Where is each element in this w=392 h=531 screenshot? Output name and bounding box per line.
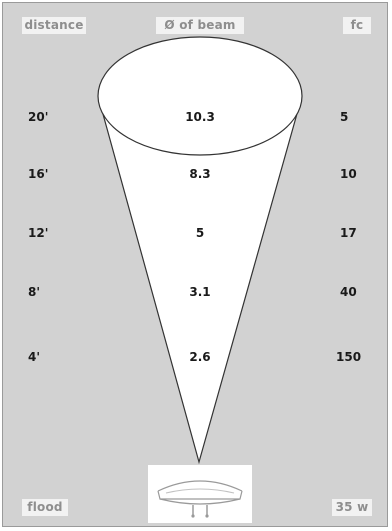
distance-value: 8' bbox=[28, 285, 68, 299]
beam-value: 3.1 bbox=[170, 285, 230, 299]
par-lamp-icon bbox=[148, 465, 252, 523]
beam-type-label: flood bbox=[22, 499, 68, 516]
fc-value: 17 bbox=[340, 226, 376, 240]
fc-value: 5 bbox=[340, 110, 376, 124]
distance-header: distance bbox=[22, 17, 86, 34]
distance-value: 20' bbox=[28, 110, 68, 124]
distance-value: 12' bbox=[28, 226, 68, 240]
beam-value: 8.3 bbox=[170, 167, 230, 181]
beam-diameter-header: Ø of beam bbox=[156, 17, 244, 34]
wattage-label: 35 w bbox=[332, 499, 372, 516]
beam-value: 2.6 bbox=[170, 350, 230, 364]
fc-value: 40 bbox=[340, 285, 376, 299]
fc-value: 10 bbox=[340, 167, 376, 181]
distance-value: 16' bbox=[28, 167, 68, 181]
distance-value: 4' bbox=[28, 350, 68, 364]
lamp-box bbox=[148, 465, 252, 523]
beam-value: 10.3 bbox=[170, 110, 230, 124]
beam-value: 5 bbox=[170, 226, 230, 240]
footcandles-header: fc bbox=[343, 17, 371, 34]
fc-value: 150 bbox=[336, 350, 376, 364]
beam-ellipse bbox=[98, 37, 302, 155]
